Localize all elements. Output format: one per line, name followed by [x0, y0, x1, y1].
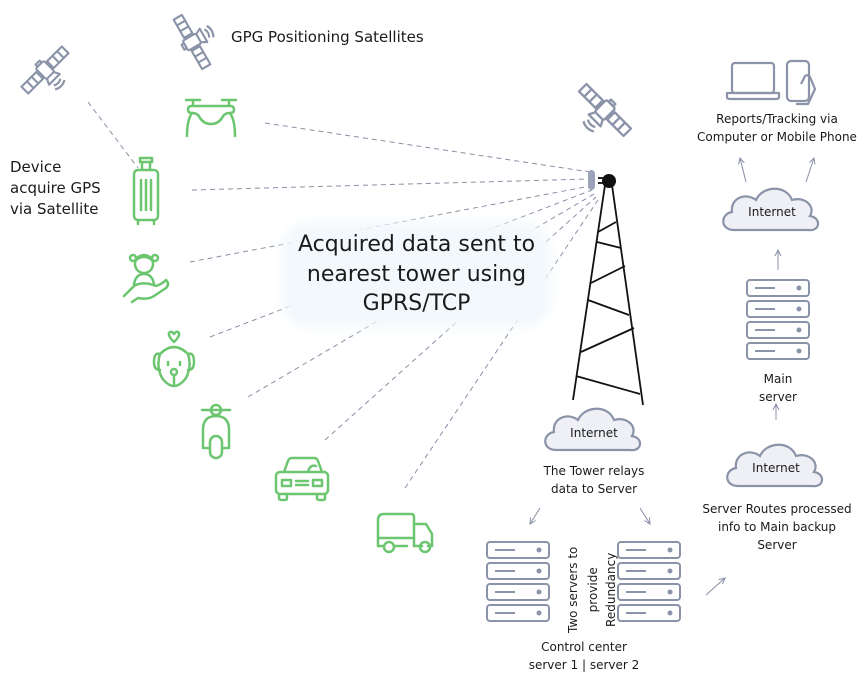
- redundancy-label-1: Two servers to: [566, 546, 581, 634]
- cloud-label-mid: Internet: [752, 461, 800, 475]
- main-server-label: Main server: [738, 370, 818, 406]
- reports-line: Computer or Mobile Phone: [697, 130, 857, 144]
- main-server-line: server: [759, 390, 797, 404]
- server-routes-line: Server Routes processed: [702, 502, 852, 516]
- car-icon: [274, 456, 330, 502]
- control-center-line: server 1 | server 2: [528, 658, 640, 672]
- luggage-icon: [132, 156, 160, 226]
- server-routes-line: info to Main backup: [717, 520, 836, 534]
- server-routes-line: Server: [757, 538, 797, 552]
- server-routes-label: Server Routes processed info to Main bac…: [690, 500, 864, 554]
- reports-label: Reports/Tracking via Computer or Mobile …: [690, 110, 864, 146]
- center-message-line: nearest tower using: [306, 261, 527, 287]
- scooter-icon: [200, 403, 232, 460]
- satellite-icon: [563, 78, 637, 152]
- server-rack-icon: [618, 542, 680, 621]
- device-acquire-line: via Satellite: [10, 200, 99, 218]
- satellites-label: GPG Positioning Satellites: [231, 28, 424, 46]
- cloud-label-top: Internet: [748, 205, 796, 219]
- child-care-icon: [122, 253, 170, 304]
- tower-relays-line: The Tower relays: [543, 464, 645, 478]
- satellite-icon: [16, 41, 83, 108]
- cloud-label-tower: Internet: [570, 426, 618, 440]
- tower-relays-line: data to Server: [550, 482, 638, 496]
- redundancy-label-2: provide: [586, 567, 601, 613]
- truck-icon: [376, 512, 434, 554]
- center-message-line: Acquired data sent to: [298, 232, 536, 257]
- device-acquire-label: Device acquire GPS via Satellite: [10, 157, 101, 220]
- reports-line: Reports/Tracking via: [716, 112, 838, 126]
- device-acquire-line: Device: [10, 158, 62, 176]
- center-message: Acquired data sent to nearest tower usin…: [290, 230, 544, 320]
- satellite-icon: [167, 4, 228, 73]
- mobile-phone-icon: [785, 59, 817, 106]
- device-acquire-line: acquire GPS: [10, 179, 101, 197]
- center-message-line: GPRS/TCP: [362, 291, 471, 317]
- server-rack-icon: [487, 542, 549, 621]
- pet-dog-icon: [152, 330, 196, 388]
- control-center-label: Control center server 1 | server 2: [514, 638, 654, 674]
- redundancy-label-3: Redundancy: [604, 552, 619, 627]
- drone-icon: [184, 98, 238, 138]
- laptop-icon: [725, 61, 781, 101]
- server-rack-icon: [747, 280, 809, 359]
- tower-relays-label: The Tower relays data to Server: [524, 462, 664, 498]
- main-server-line: Main: [763, 372, 793, 386]
- control-center-line: Control center: [541, 640, 627, 654]
- cell-tower-icon: [572, 170, 644, 406]
